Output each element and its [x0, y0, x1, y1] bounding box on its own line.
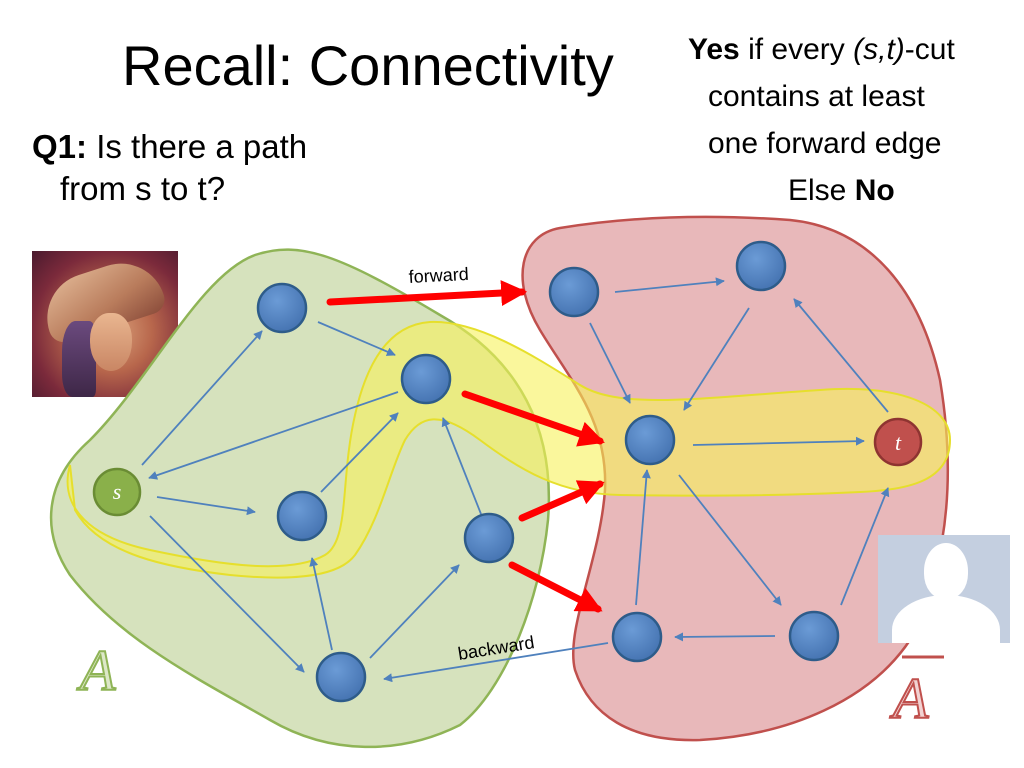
- edge-n3-n2: [320, 412, 399, 493]
- node-6: [548, 266, 600, 318]
- node-8: [624, 414, 676, 466]
- edge-t-n7: [793, 298, 889, 413]
- edge-s-n1: [141, 330, 263, 466]
- slide-title: Recall: Connectivity: [122, 34, 614, 97]
- node-4: [463, 512, 515, 564]
- answer-else: Else: [788, 174, 847, 207]
- node-7: [735, 240, 787, 292]
- node-10: [611, 611, 663, 663]
- edge-n11-n10: [674, 632, 776, 642]
- node-3: [276, 490, 328, 542]
- nodes: [92, 240, 923, 703]
- photo-face: [90, 313, 132, 371]
- answer-line-4: Else No: [688, 167, 955, 214]
- edge-n5-n3: [309, 557, 333, 651]
- question-line-1: Is there a path: [96, 128, 308, 165]
- answer-yes: Yes: [688, 33, 740, 66]
- cut-edge-n4-n10: [508, 561, 603, 613]
- edge-s-n3: [156, 496, 256, 516]
- edge-n8-t: [692, 436, 865, 446]
- answer-if-every: if every: [748, 33, 845, 66]
- cut-edges: [326, 280, 605, 613]
- edge-n4-n2: [441, 417, 482, 515]
- node-11: [788, 610, 840, 662]
- question-line-2: from s to t?: [60, 170, 226, 207]
- node-t: [873, 417, 923, 467]
- edge-s-n5: [149, 515, 305, 673]
- cut-edge-n4-n8: [518, 480, 605, 522]
- edge-n11-t: [840, 487, 890, 606]
- edge-n8-n11: [678, 474, 782, 606]
- avatar-shoulders: [892, 595, 1000, 643]
- set-a-label: A: [76, 638, 116, 703]
- forward-label: forward: [408, 264, 469, 287]
- answer-st: (s,t): [853, 33, 905, 66]
- node-s-label: s: [113, 479, 122, 504]
- edge-n7-n8: [683, 307, 750, 411]
- node-2: [400, 353, 452, 405]
- node-5: [315, 651, 367, 703]
- answer-cut: -cut: [904, 33, 955, 66]
- answer-text: Yes if every (s,t)-cut contains at least…: [688, 26, 955, 214]
- question-text: Q1: Is there a path from s to t?: [32, 126, 307, 210]
- answer-no: No: [854, 174, 895, 207]
- question-label: Q1:: [32, 128, 88, 165]
- edge-n5-n4: [369, 564, 460, 659]
- edge-n1-n2: [317, 321, 396, 356]
- answer-line-1: Yes if every (s,t)-cut: [688, 26, 955, 73]
- cut-edge-forward: [326, 280, 528, 307]
- answer-line-3: one forward edge: [708, 127, 942, 160]
- edge-backward: [383, 642, 609, 683]
- edge-n6-n8: [589, 322, 631, 404]
- path-highlight: [66, 320, 952, 579]
- blue-edges: [141, 277, 890, 683]
- set-a-bar-label: A: [889, 666, 929, 731]
- avatar-head: [924, 543, 968, 599]
- node-1: [256, 282, 308, 334]
- answer-line-2: contains at least: [708, 80, 925, 113]
- cut-edge-n2-n8: [461, 390, 605, 447]
- edge-n10-n8: [635, 469, 651, 606]
- edge-n2-s: [148, 391, 399, 480]
- node-t-label: t: [895, 430, 902, 455]
- node-s: [92, 467, 142, 517]
- default-user-avatar-icon: [878, 535, 1010, 643]
- edge-n6-n7: [614, 277, 725, 293]
